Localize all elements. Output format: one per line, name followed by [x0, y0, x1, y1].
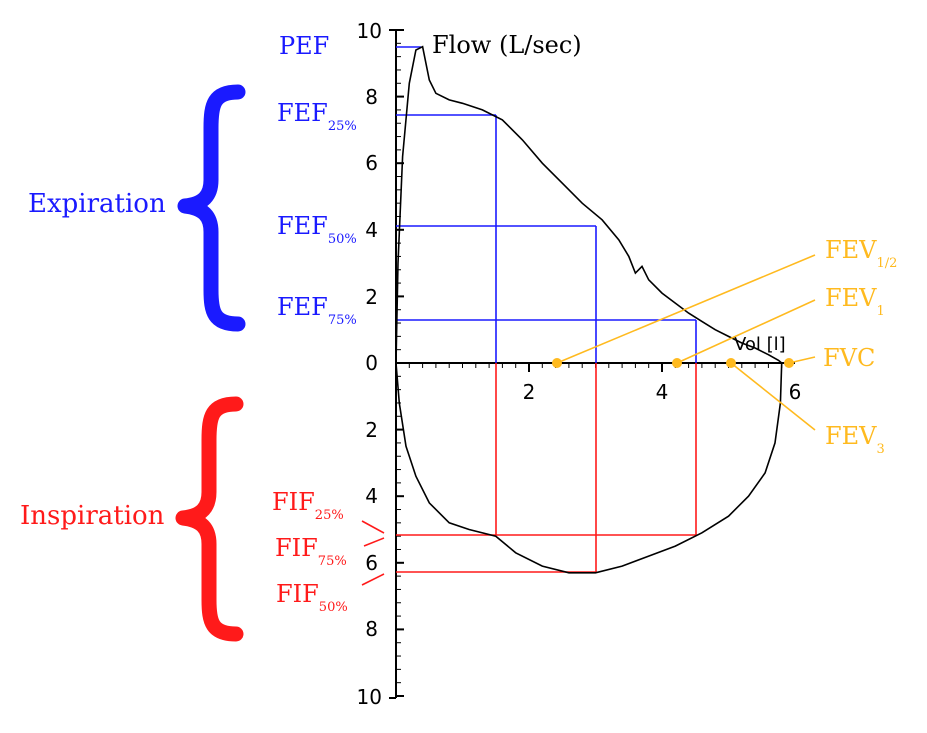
fev-half-pointer: [556, 254, 816, 364]
y-tick-label: 8: [365, 617, 378, 641]
fif25-label-main: FIF: [272, 488, 315, 516]
fev1-label-main: FEV: [825, 284, 877, 312]
fev-half-dot: [552, 358, 562, 368]
fif25-label-sub: 25%: [315, 508, 344, 523]
fef75-label: FEF75%: [277, 293, 357, 328]
x-tick-label: 2: [523, 380, 536, 404]
x-tick-label: 6: [789, 380, 802, 404]
fev3-pointer: [730, 362, 816, 431]
expiratory-curve: [395, 45, 783, 364]
fif50-label-main: FIF: [276, 580, 319, 608]
minor-ticks: [396, 42, 783, 684]
y-tick-label: 6: [365, 551, 378, 575]
fev3-label: FEV3: [825, 422, 885, 457]
y-tick-label: 10: [357, 19, 382, 43]
y-tick-label: 0: [365, 351, 378, 375]
inspiratory-curve: [395, 362, 783, 574]
fef50-label-main: FEF: [277, 212, 328, 240]
fef50-label-sub: 50%: [328, 232, 357, 247]
fev1-label-sub: 1: [877, 304, 885, 319]
expiration-label: Expiration: [28, 189, 166, 219]
major-ticks: [396, 29, 663, 697]
fev-half-label: FEV1/2: [825, 236, 897, 271]
fev1-label: FEV1: [825, 284, 885, 319]
fif50-label-sub: 50%: [319, 600, 348, 615]
x-axis-label: Vol [l]: [734, 334, 786, 355]
y-tick-label: 6: [365, 151, 378, 175]
fif75-label-sub: 75%: [318, 554, 347, 569]
fev3-label-sub: 3: [877, 442, 885, 457]
fif75-label: FIF75%: [275, 534, 347, 569]
inspiration-guides: [396, 363, 697, 573]
y-tick-label: 10: [357, 685, 382, 709]
fif50-label: FIF50%: [276, 580, 348, 615]
fev1-pointer: [676, 299, 816, 364]
x-tick-label: 4: [656, 380, 669, 404]
y-tick-label: 4: [365, 484, 378, 508]
fif75-pointer: [363, 537, 385, 547]
fef25-label: FEF25%: [277, 99, 357, 134]
fef50-label: FEF50%: [277, 212, 357, 247]
fev1-dot: [672, 358, 682, 368]
y-axis-label: Flow (L/sec): [432, 31, 582, 59]
fvc-dot: [784, 358, 794, 368]
y-tick-label: 2: [365, 418, 378, 442]
fef25-label-main: FEF: [277, 99, 328, 127]
y-tick-label: 2: [365, 285, 378, 309]
expiration-brace: [177, 84, 246, 332]
pef-label: PEF: [279, 32, 329, 60]
fev-half-label-sub: 1/2: [877, 256, 898, 271]
fev-half-label-main: FEV: [825, 236, 877, 264]
y-tick-label: 8: [365, 85, 378, 109]
fef75-label-main: FEF: [277, 293, 328, 321]
fev3-dot: [726, 358, 736, 368]
fif50-pointer: [361, 573, 385, 586]
fif25-label: FIF25%: [272, 488, 344, 523]
fvc-label: FVC: [823, 344, 875, 372]
fev3-label-main: FEV: [825, 422, 877, 450]
fef75-label-sub: 75%: [328, 313, 357, 328]
inspiration-brace: [175, 396, 244, 642]
fif75-label-main: FIF: [275, 534, 318, 562]
inspiration-label: Inspiration: [20, 501, 165, 531]
fif-pointers: [361, 520, 385, 586]
expiration-guides: [396, 46, 697, 363]
fef25-label-sub: 25%: [328, 119, 357, 134]
y-tick-label: 4: [365, 218, 378, 242]
fif25-pointer: [361, 520, 385, 534]
